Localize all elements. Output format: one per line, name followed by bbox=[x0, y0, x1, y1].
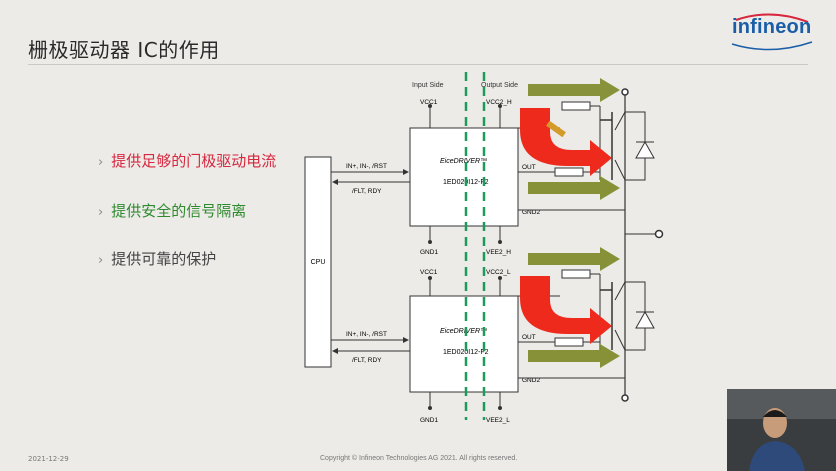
footer-copyright: Copyright © Infineon Technologies AG 202… bbox=[320, 455, 518, 462]
infineon-logo-swoosh bbox=[731, 13, 813, 51]
top-driver-block bbox=[409, 127, 519, 227]
input-side-label: Input Side bbox=[412, 82, 444, 89]
title-divider bbox=[28, 64, 808, 65]
footer-date: 2021-12-29 bbox=[28, 455, 69, 463]
top-driver-name: EiceDRIVER™ bbox=[440, 158, 487, 165]
bottom-vcc1-label: VCC1 bbox=[420, 269, 438, 276]
top-out-label: OUT bbox=[522, 164, 536, 171]
top-gnd1-label: GND1 bbox=[420, 249, 438, 256]
chevron-right-icon: › bbox=[98, 205, 104, 220]
bullet-item: › 提供安全的信号隔离 bbox=[98, 200, 246, 221]
bottom-gnd2-label: GND2 bbox=[522, 377, 540, 384]
bullet-text: 提供安全的信号隔离 bbox=[111, 202, 247, 220]
top-fault-signals: /FLT, RDY bbox=[352, 188, 382, 195]
bottom-diode-icon bbox=[635, 310, 655, 329]
top-vee2-label: VEE2_H bbox=[486, 249, 511, 256]
cpu-label: CPU bbox=[311, 259, 326, 266]
bottom-current-marker bbox=[546, 286, 549, 302]
top-diode-icon bbox=[635, 140, 655, 159]
infineon-logo: infineon bbox=[732, 16, 812, 38]
chevron-right-icon: › bbox=[98, 155, 104, 170]
top-gate-resistor-1 bbox=[561, 101, 591, 111]
bottom-driver-name: EiceDRIVER™ bbox=[440, 328, 487, 335]
slide-title: 栅极驱动器 IC的作用 bbox=[28, 38, 220, 62]
presenter-webcam bbox=[727, 389, 836, 471]
output-side-label: Output Side bbox=[481, 82, 518, 89]
red-current-arrows bbox=[520, 108, 612, 344]
bottom-driver-part: 1ED020I12-F2 bbox=[443, 349, 489, 356]
top-gate-resistor-2 bbox=[554, 167, 584, 177]
top-vcc1-label: VCC1 bbox=[420, 99, 438, 106]
bottom-gate-resistor-1 bbox=[561, 269, 591, 279]
bottom-fault-signals: /FLT, RDY bbox=[352, 357, 382, 364]
top-gnd2-label: GND2 bbox=[522, 209, 540, 216]
bottom-input-signals: IN+, IN-, /RST bbox=[346, 331, 387, 338]
bottom-gate-resistor-2 bbox=[554, 337, 584, 347]
bullet-text: 提供足够的门极驱动电流 bbox=[111, 152, 277, 170]
cpu-block bbox=[304, 156, 332, 368]
bottom-out-label: OUT bbox=[522, 334, 536, 341]
bullet-item: › 提供可靠的保护 bbox=[98, 248, 216, 269]
bottom-vcc2-label: VCC2_L bbox=[486, 269, 511, 276]
bullet-item: › 提供足够的门极驱动电流 bbox=[98, 150, 276, 171]
chevron-right-icon: › bbox=[98, 253, 104, 268]
top-input-signals: IN+, IN-, /RST bbox=[346, 163, 387, 170]
pointer-pen-icon bbox=[546, 120, 566, 138]
bottom-gnd1-label: GND1 bbox=[420, 417, 438, 424]
bullet-text: 提供可靠的保护 bbox=[111, 250, 217, 268]
bottom-vee2-label: VEE2_L bbox=[486, 417, 510, 424]
green-flow-arrows bbox=[528, 78, 620, 368]
bottom-driver-block bbox=[409, 295, 519, 393]
top-vcc2-label: VCC2_H bbox=[486, 99, 512, 106]
